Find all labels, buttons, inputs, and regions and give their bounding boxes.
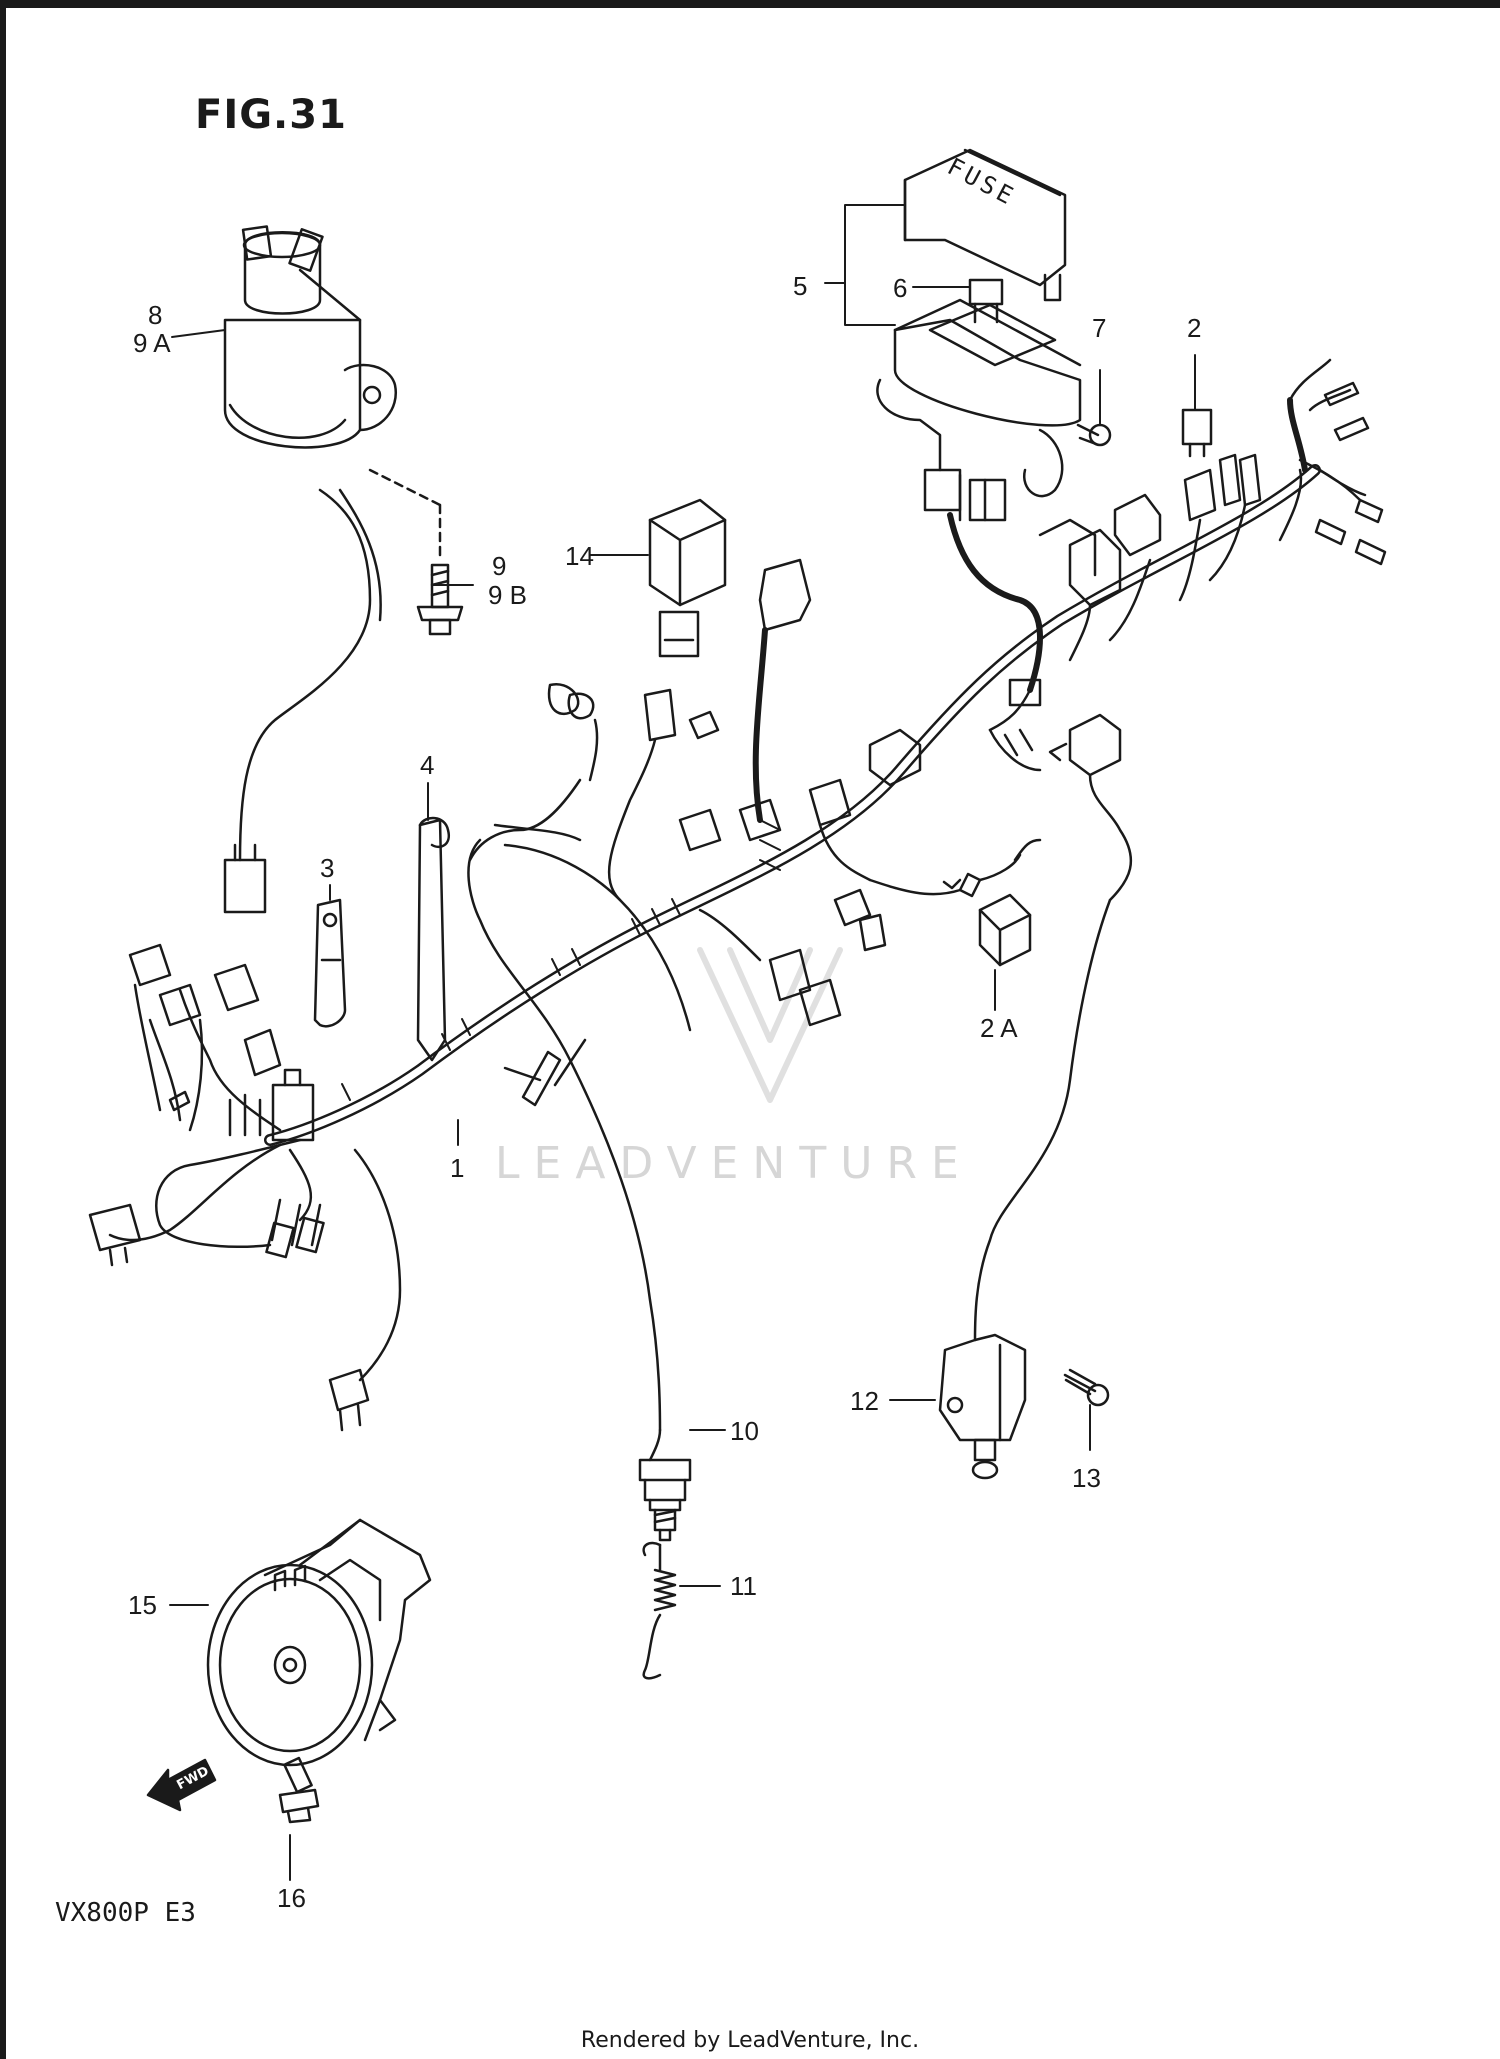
model-label: VX800P E3 [55,1898,196,1928]
fuse-6 [968,278,1004,324]
figure-title: FIG.31 [195,92,347,138]
clamp-3 [313,898,347,1028]
ignition-switch [223,225,442,914]
callout-4: 4 [420,750,435,780]
callout-10: 10 [730,1416,759,1446]
callout-2a: 2 A [980,1013,1018,1043]
callout-5: 5 [793,271,808,301]
callout-9b: 9 B [488,580,528,610]
callout-2: 2 [1187,313,1202,343]
relay-2 [1181,408,1213,458]
callout-7: 7 [1092,313,1107,343]
watermark-text: LEADVENTURE [495,1138,973,1189]
main-wire-harness [108,464,1321,1382]
bolt-16 [278,1756,320,1824]
watermark-logo [697,947,843,1103]
callout-14: 14 [565,541,594,571]
callout-11: 11 [730,1571,757,1601]
callout-13: 13 [1072,1463,1101,1493]
top-border [0,0,1500,8]
horn-15 [206,1518,432,1767]
callout-16: 16 [277,1883,306,1913]
center-branch-connectors [467,558,1042,1432]
leader-lines [169,204,1196,1881]
relay-14 [648,498,727,658]
callout-15: 15 [128,1590,157,1620]
neutral-switch-10 [638,1428,692,1542]
callout-9a: 9 A [133,328,171,358]
right-branch-connectors [868,358,1387,1342]
left-branch-connectors [88,943,370,1432]
bolt-9 [416,563,464,636]
callout-3: 3 [320,853,335,883]
screw-7 [1076,423,1112,447]
callout-1: 1 [450,1153,465,1183]
band-4 [416,816,451,1062]
fuse-box [876,148,1082,693]
screw-13 [1063,1368,1110,1407]
callout-9: 9 [492,551,507,581]
footer-credit: Rendered by LeadVenture, Inc. [580,2028,920,2053]
callout-12: 12 [850,1386,879,1416]
stop-switch-12 [938,1333,1027,1480]
callout-6: 6 [893,273,908,303]
relay-2a [978,893,1032,967]
left-border [0,0,6,2059]
fwd-arrow-icon [146,1758,217,1812]
callout-8: 8 [148,300,163,330]
spring-11 [642,1541,677,1680]
